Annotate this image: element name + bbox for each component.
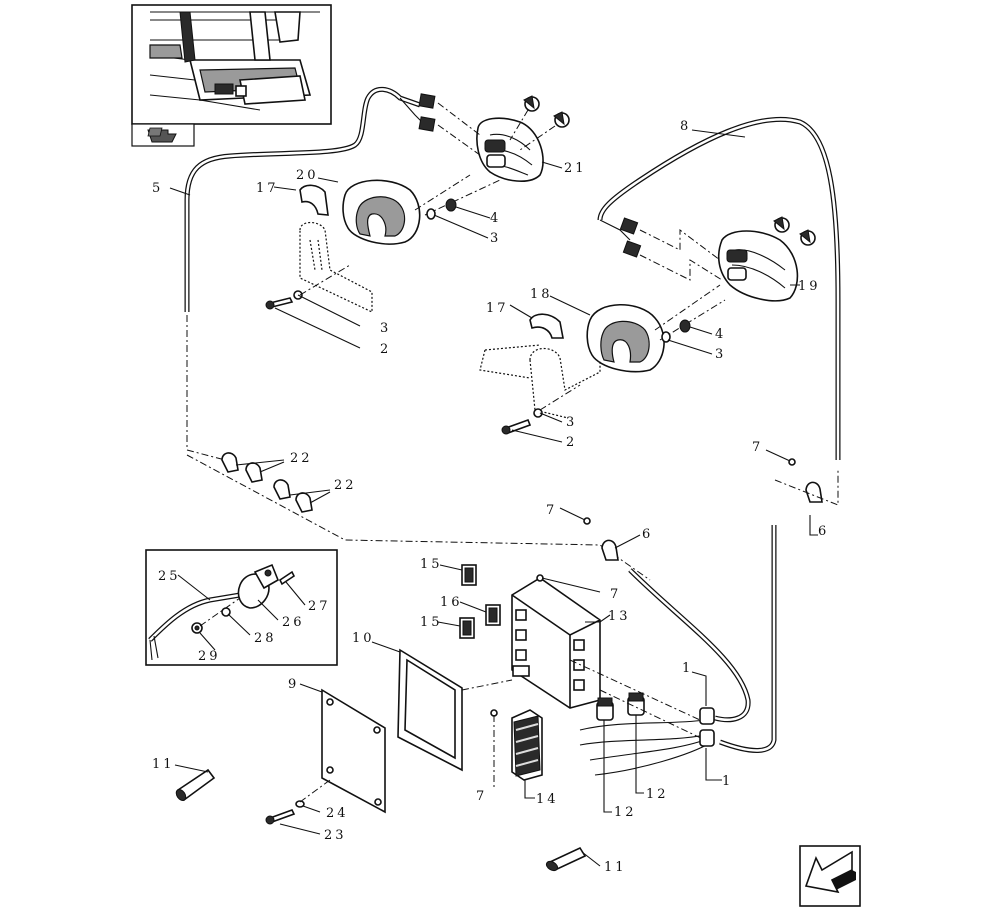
callout-2-right: 2: [566, 435, 577, 450]
callout-27: 27: [308, 599, 331, 614]
callout-24: 24: [326, 806, 349, 821]
callout-15-lower: 15: [420, 615, 443, 630]
callout-10: 10: [352, 631, 375, 646]
callout-18: 18: [530, 287, 553, 302]
callout-11-left: 11: [152, 757, 175, 772]
callout-labels: 17 20 21 5 4 3 3 2 8 19 17 18 4 3 3 2 7 …: [152, 119, 829, 875]
washers-3-4-left: [426, 198, 457, 220]
housing-20: [299, 174, 501, 245]
callout-25: 25: [158, 569, 181, 584]
bracket-right: [479, 344, 601, 419]
housing-18: [529, 284, 726, 373]
washers-3-4-right: [661, 319, 691, 343]
screw-23-washer-24: [265, 779, 331, 835]
screw-2-right: [501, 384, 581, 435]
callout-21: 21: [564, 161, 587, 176]
callout-5: 5: [152, 181, 163, 196]
callout-3-right-b: 3: [566, 415, 577, 430]
tube-11-left: [174, 764, 216, 802]
main-cable-run: [628, 525, 777, 753]
callout-12-right: 12: [646, 787, 669, 802]
callout-6-center: 6: [642, 527, 653, 542]
connectors-12: [569, 659, 713, 813]
callout-22-lower: 22: [334, 478, 357, 493]
callout-3-left-b: 3: [380, 321, 391, 336]
fuses-15-16: [437, 564, 501, 639]
callout-4-left: 4: [490, 211, 501, 226]
callout-17-left: 17: [256, 181, 279, 196]
clips-22: [186, 315, 651, 581]
gasket-10: [371, 641, 513, 772]
terminal-strip-14: [490, 709, 543, 799]
callout-13: 13: [608, 609, 631, 624]
lamp-21: [437, 95, 570, 182]
clip-6-screw-7-right: [765, 449, 839, 536]
callout-7-right: 7: [752, 440, 763, 455]
callout-9: 9: [288, 677, 299, 692]
callout-6-right: 6: [818, 524, 829, 539]
callout-1-upper: 1: [682, 661, 693, 676]
fuse-box-13: [511, 574, 611, 709]
callout-19: 19: [798, 279, 821, 294]
callout-3-left-a: 3: [490, 231, 501, 246]
return-arrow-icon[interactable]: [799, 845, 861, 907]
callout-29: 29: [198, 649, 221, 664]
callout-22-upper: 22: [290, 451, 313, 466]
callout-17-right: 17: [486, 301, 509, 316]
location-inset: [131, 4, 332, 147]
callout-7-box: 7: [610, 587, 621, 602]
callout-12-left: 12: [614, 805, 637, 820]
callout-4-right: 4: [715, 327, 726, 342]
callout-16: 16: [440, 595, 463, 610]
cable-5: [184, 86, 436, 312]
callout-8: 8: [680, 119, 691, 134]
lamp-19: [639, 216, 816, 302]
bracket-left: [299, 221, 373, 313]
callout-23: 23: [324, 828, 347, 843]
callout-28: 28: [254, 631, 277, 646]
callout-7-center: 7: [546, 503, 557, 518]
callout-14: 14: [536, 792, 559, 807]
callout-1-lower: 1: [722, 774, 733, 789]
callout-11-right: 11: [604, 860, 627, 875]
cover-9: [299, 683, 386, 814]
leaders-right-group: [509, 129, 800, 443]
callout-20: 20: [296, 168, 319, 183]
connectors-1: [691, 671, 722, 781]
cable-8: [597, 116, 841, 460]
callout-3-right-a: 3: [715, 347, 726, 362]
callout-7-strip: 7: [476, 789, 487, 804]
callout-15-upper: 15: [420, 557, 443, 572]
detail-inset: [145, 549, 338, 666]
callout-26: 26: [282, 615, 305, 630]
leaders-left-group: [169, 161, 563, 349]
screw-2-left: [265, 264, 351, 310]
tube-11-right: [545, 846, 601, 872]
clip-6-screw-7-center: [559, 507, 641, 561]
callout-2-left: 2: [380, 342, 391, 357]
